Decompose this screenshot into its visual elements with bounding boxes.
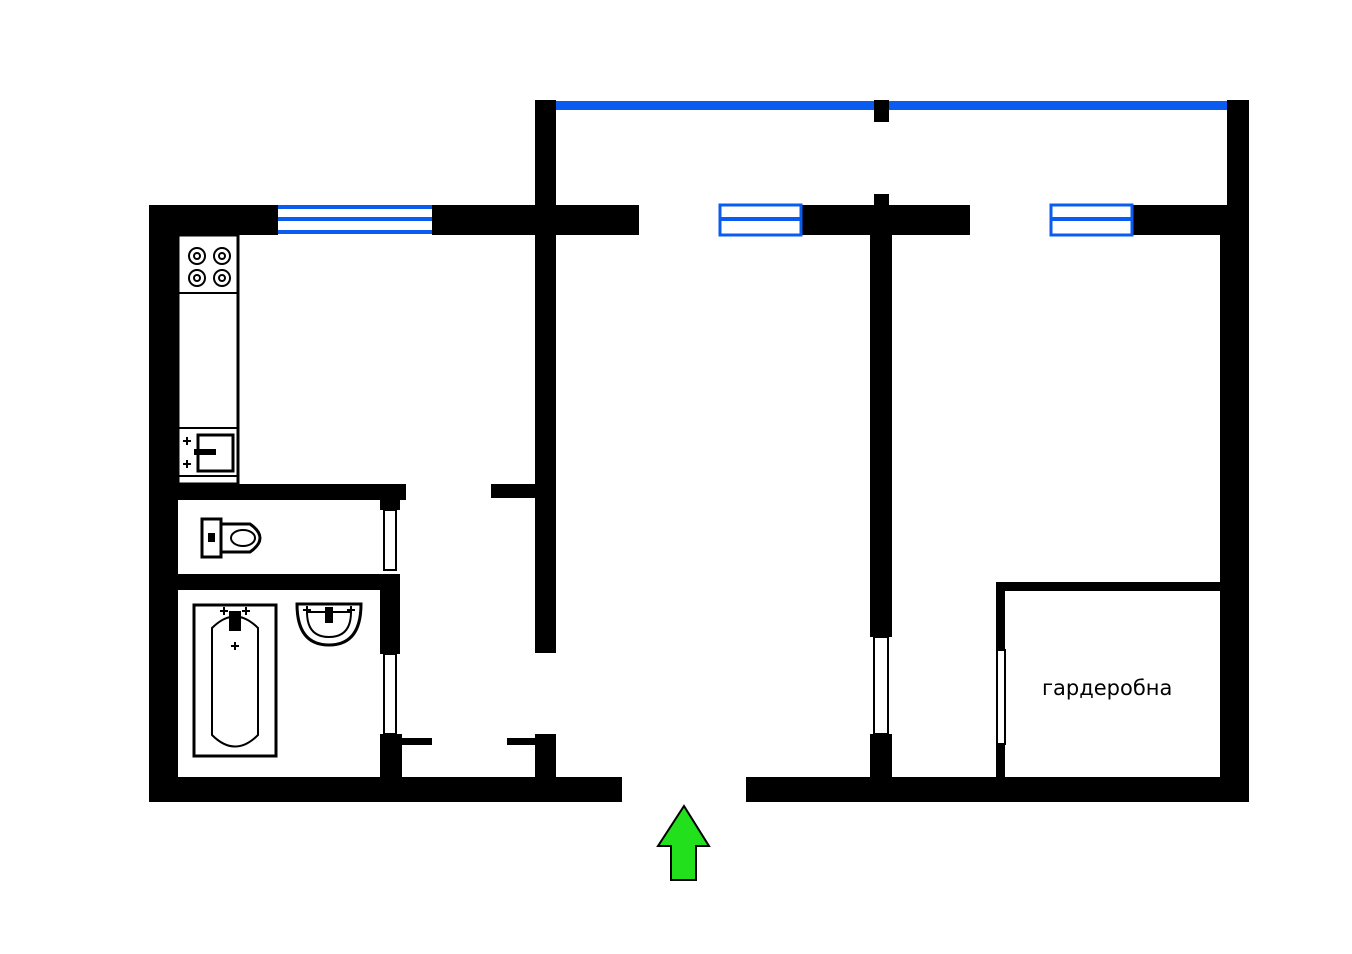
washbasin-icon <box>295 602 363 647</box>
bottom-wall-left <box>149 777 622 802</box>
kitchen-toilet-wall <box>178 484 406 500</box>
corridor-wall-lower <box>535 734 556 779</box>
rooms-divider-glass <box>873 636 889 735</box>
bottom-wall-right <box>746 777 1249 802</box>
bathtub-icon <box>192 603 278 758</box>
left-wall <box>149 205 178 802</box>
bath-wall-upper <box>380 574 400 654</box>
balcony-glazing-left <box>556 101 874 110</box>
toilet-door-glass <box>383 509 397 571</box>
windows <box>278 203 1134 237</box>
kitchen-window <box>278 205 432 235</box>
balcony-wall-right <box>1227 100 1249 210</box>
kitchen-sink-icon <box>183 433 235 473</box>
corridor-door-stub <box>507 738 537 745</box>
rooms-divider-wall-lower <box>870 734 892 779</box>
outer-walls <box>149 205 1249 802</box>
interior-walls <box>178 205 1222 779</box>
wardrobe-wall-left-upper <box>996 582 1005 650</box>
bath-door-glass <box>383 653 397 735</box>
wardrobe-wall-top <box>996 582 1222 591</box>
rooms-divider-wall <box>870 205 892 637</box>
toilet-icon <box>200 517 262 559</box>
wardrobe-label: гардеробна <box>1042 676 1172 700</box>
kitchen-room-wall-upper <box>535 205 556 653</box>
wardrobe-wall-left-lower <box>996 744 1005 779</box>
room-right-window <box>1049 203 1134 237</box>
balcony-wall-left <box>535 100 556 210</box>
bath-door-stub <box>400 738 432 745</box>
entrance-arrow-icon <box>656 804 711 881</box>
room-middle-window <box>718 203 803 237</box>
right-wall <box>1220 205 1249 802</box>
toilet-wall-stub <box>380 484 400 510</box>
stove-icon <box>188 247 231 287</box>
balcony <box>535 100 1249 212</box>
toilet-bath-wall <box>178 574 400 590</box>
balcony-divider-top <box>874 100 889 122</box>
wardrobe-door-glass <box>996 649 1006 745</box>
bath-wall-lower <box>380 734 402 779</box>
kitchen-door-jamb <box>491 484 537 498</box>
balcony-glazing-right <box>889 101 1227 110</box>
